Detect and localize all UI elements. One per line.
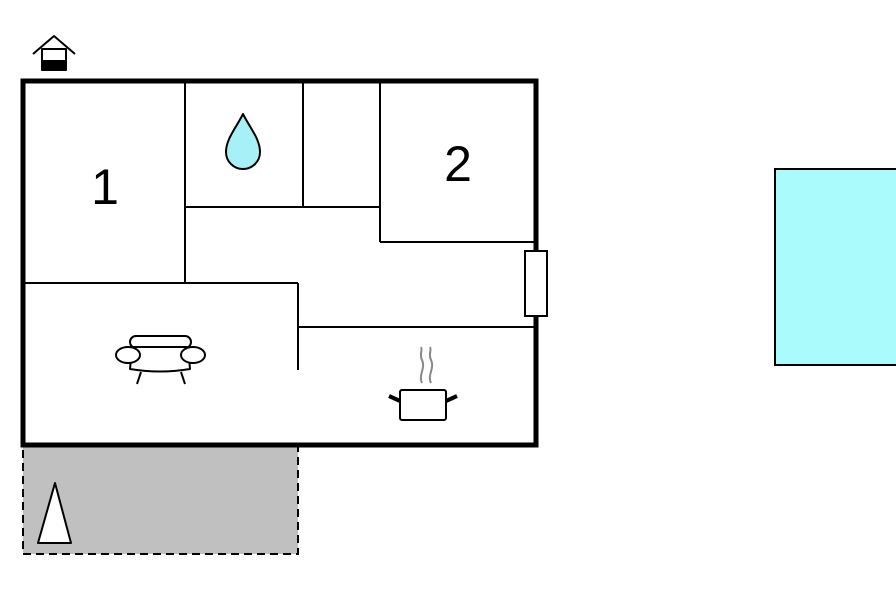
pool (774, 168, 896, 366)
interior-walls (23, 81, 536, 370)
room-label-bedroom-2: 2 (444, 136, 472, 192)
house-outer-wall (20, 78, 539, 448)
room-label-bedroom-1: 1 (91, 159, 119, 215)
door (524, 250, 548, 317)
sunshade-icon (37, 482, 72, 544)
cooking-pot-icon (388, 346, 458, 421)
water-drop-icon (225, 113, 261, 170)
house-entrance-icon (32, 35, 76, 71)
sofa-icon (115, 335, 206, 385)
